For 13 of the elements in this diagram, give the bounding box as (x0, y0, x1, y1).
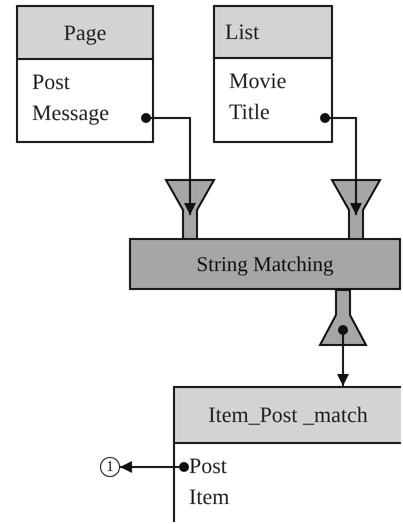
arrow (320, 113, 362, 215)
arrow (120, 461, 189, 473)
table-fields: Post Message (18, 60, 109, 128)
entity-table (213, 5, 333, 143)
table-fields: Post Item (175, 444, 230, 512)
table-title: Item_Post _match (208, 402, 368, 428)
arrow (337, 325, 349, 386)
table-title: List (225, 19, 260, 45)
entity-table (16, 5, 154, 143)
reference-circle: 1 (100, 457, 120, 477)
table-fields: Movie Title (215, 59, 286, 127)
arrow (141, 113, 196, 215)
table-title: Page (64, 20, 106, 46)
